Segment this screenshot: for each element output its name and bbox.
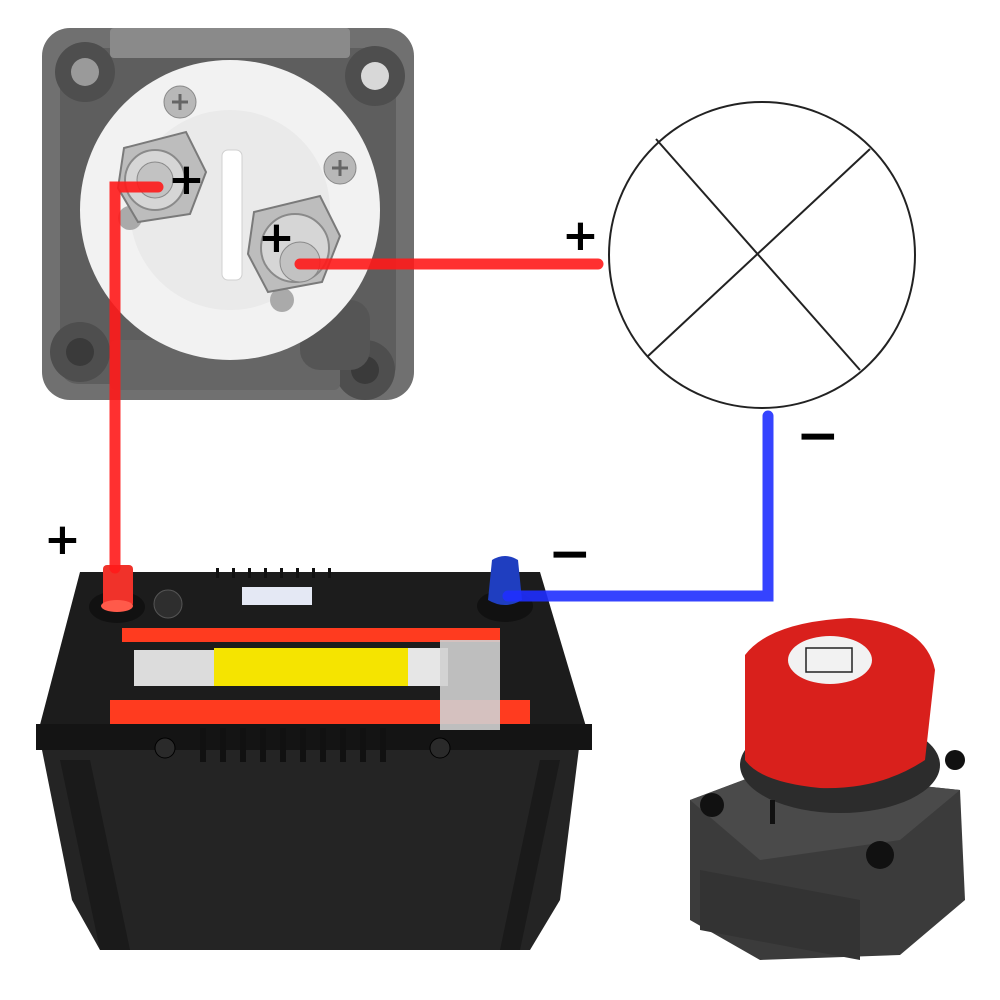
positive-wires (109, 181, 604, 574)
battery-positive-terminal (89, 565, 145, 623)
battery (36, 556, 592, 950)
load-negative-label: − (796, 406, 840, 466)
load-positive-label: + (562, 210, 599, 261)
switch-front-view (690, 618, 965, 960)
load-lamp-symbol (608, 101, 916, 409)
switch-rear-view (42, 28, 414, 400)
negative-wires (502, 410, 774, 602)
battery-negative-label: − (548, 524, 592, 584)
switch-out-positive-label: + (258, 212, 295, 263)
switch-in-positive-label: + (168, 154, 205, 205)
battery-positive-label: + (44, 514, 81, 565)
